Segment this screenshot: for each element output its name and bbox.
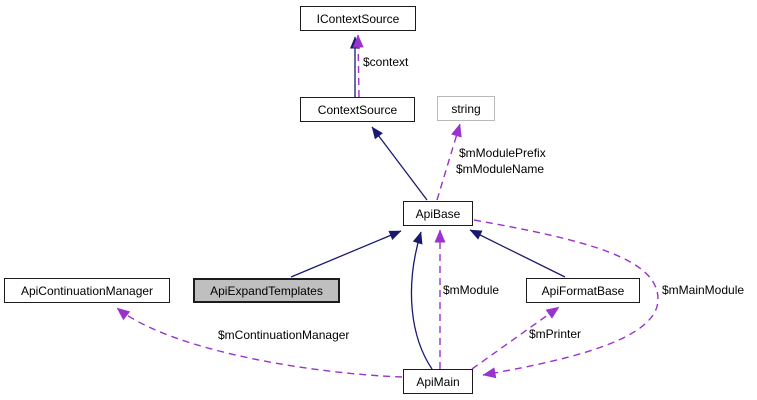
edge-context-usage: [352, 34, 364, 98]
edge-label-mmoduleprefix: $mModulePrefix: [459, 146, 546, 160]
edge-label-mmodule: $mModule: [443, 283, 500, 297]
edge-apiformatbase-to-apibase: [469, 229, 566, 278]
node-apicontinuationmanager[interactable]: ApiContinuationManager: [4, 278, 170, 303]
edge-label-mmodulename: $mModuleName: [456, 162, 545, 176]
node-apibase[interactable]: ApiBase: [403, 201, 473, 226]
node-apiexpandtemplates: ApiExpandTemplates: [193, 278, 340, 303]
edge-apibase-to-contextsource: [371, 126, 428, 201]
edge-label-context: $context: [363, 55, 409, 69]
edge-apiexpandtemplates-to-apibase: [290, 230, 402, 278]
edge-label-mprinter: $mPrinter: [529, 327, 582, 341]
node-apimain[interactable]: ApiMain: [403, 369, 473, 394]
edge-mcontinuationmanager-usage: [116, 307, 403, 378]
edge-apimain-to-apibase: [410, 231, 433, 370]
edge-mprinter-usage: [471, 306, 560, 370]
edge-mmoduleprefix-usage: [436, 123, 462, 201]
edge-label-mmainmodule: $mMainModule: [662, 283, 745, 297]
node-icontextsource[interactable]: IContextSource: [300, 6, 416, 31]
node-string: string: [437, 96, 495, 121]
edge-label-mcontinuationmanager: $mContinuationManager: [218, 328, 350, 342]
node-contextsource[interactable]: ContextSource: [300, 97, 415, 122]
node-apiformatbase[interactable]: ApiFormatBase: [526, 278, 640, 303]
